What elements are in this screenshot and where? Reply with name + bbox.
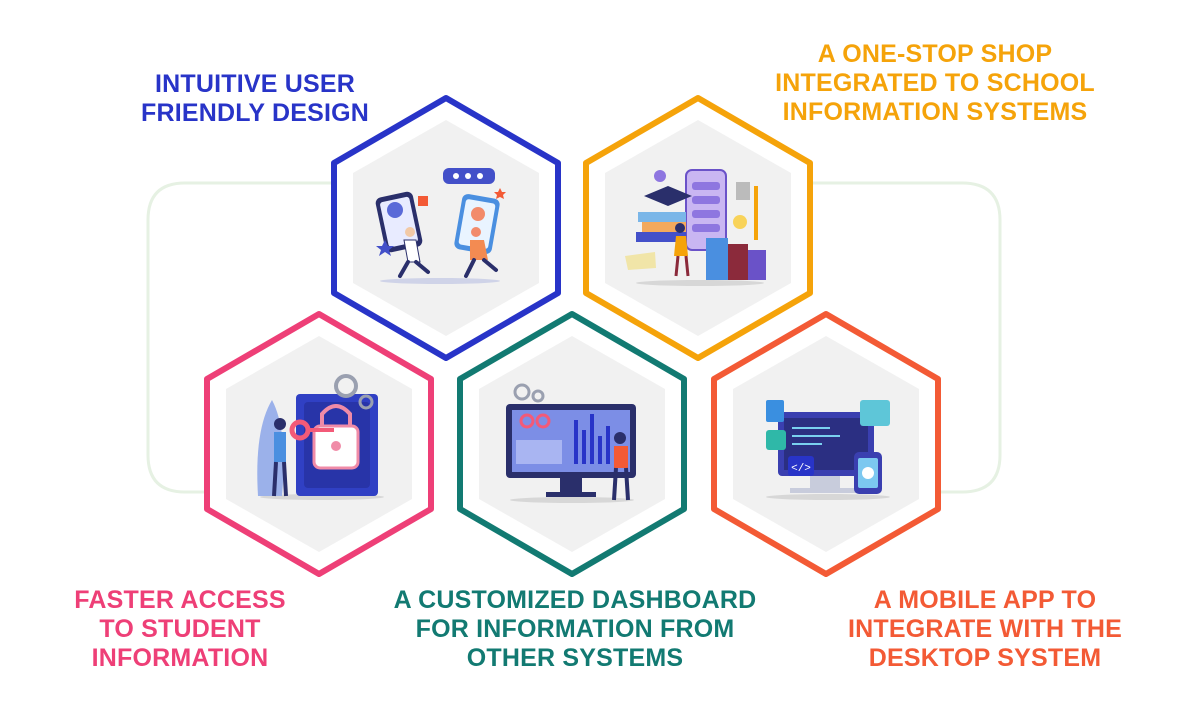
- connector-frame: [146, 181, 1002, 494]
- desktop-mobile-sync-illustration: </>: [766, 400, 890, 500]
- caption-line: INFORMATION SYSTEMS: [782, 98, 1088, 126]
- caption-faster-access: FASTER ACCESS TO STUDENT INFORMATION: [50, 586, 310, 673]
- caption-line: INFORMATION: [91, 644, 269, 672]
- caption-line: FASTER ACCESS: [74, 586, 286, 614]
- caption-line: TO STUDENT: [99, 615, 261, 643]
- caption-line: INTEGRATE WITH THE: [848, 615, 1122, 643]
- caption-line: INTUITIVE USER: [154, 70, 356, 98]
- caption-line: FOR INFORMATION FROM: [415, 615, 735, 643]
- caption-mobile-app: A MOBILE APP TO INTEGRATE WITH THE DESKT…: [830, 586, 1140, 673]
- hexagon-intuitive-design: [331, 95, 561, 361]
- caption-one-stop-shop: A ONE-STOP SHOP INTEGRATED TO SCHOOL INF…: [760, 40, 1110, 127]
- caption-line: A MOBILE APP TO: [873, 586, 1097, 614]
- caption-line: A CUSTOMIZED DASHBOARD: [393, 586, 757, 614]
- education-books-phone-illustration: [625, 169, 766, 286]
- caption-line: OTHER SYSTEMS: [466, 644, 684, 672]
- people-with-phones-illustration: [375, 168, 506, 284]
- key-lock-access-illustration: [257, 374, 384, 500]
- caption-line: INTEGRATED TO SCHOOL: [775, 69, 1095, 97]
- svg-text:</>: </>: [791, 463, 811, 475]
- caption-intuitive-design: INTUITIVE USER FRIENDLY DESIGN: [110, 70, 400, 128]
- caption-line: FRIENDLY DESIGN: [140, 99, 370, 127]
- caption-line: DESKTOP SYSTEM: [868, 644, 1102, 672]
- dashboard-monitor-illustration: [506, 383, 636, 503]
- caption-line: A ONE-STOP SHOP: [817, 40, 1053, 68]
- caption-dashboard: A CUSTOMIZED DASHBOARD FOR INFORMATION F…: [380, 586, 770, 673]
